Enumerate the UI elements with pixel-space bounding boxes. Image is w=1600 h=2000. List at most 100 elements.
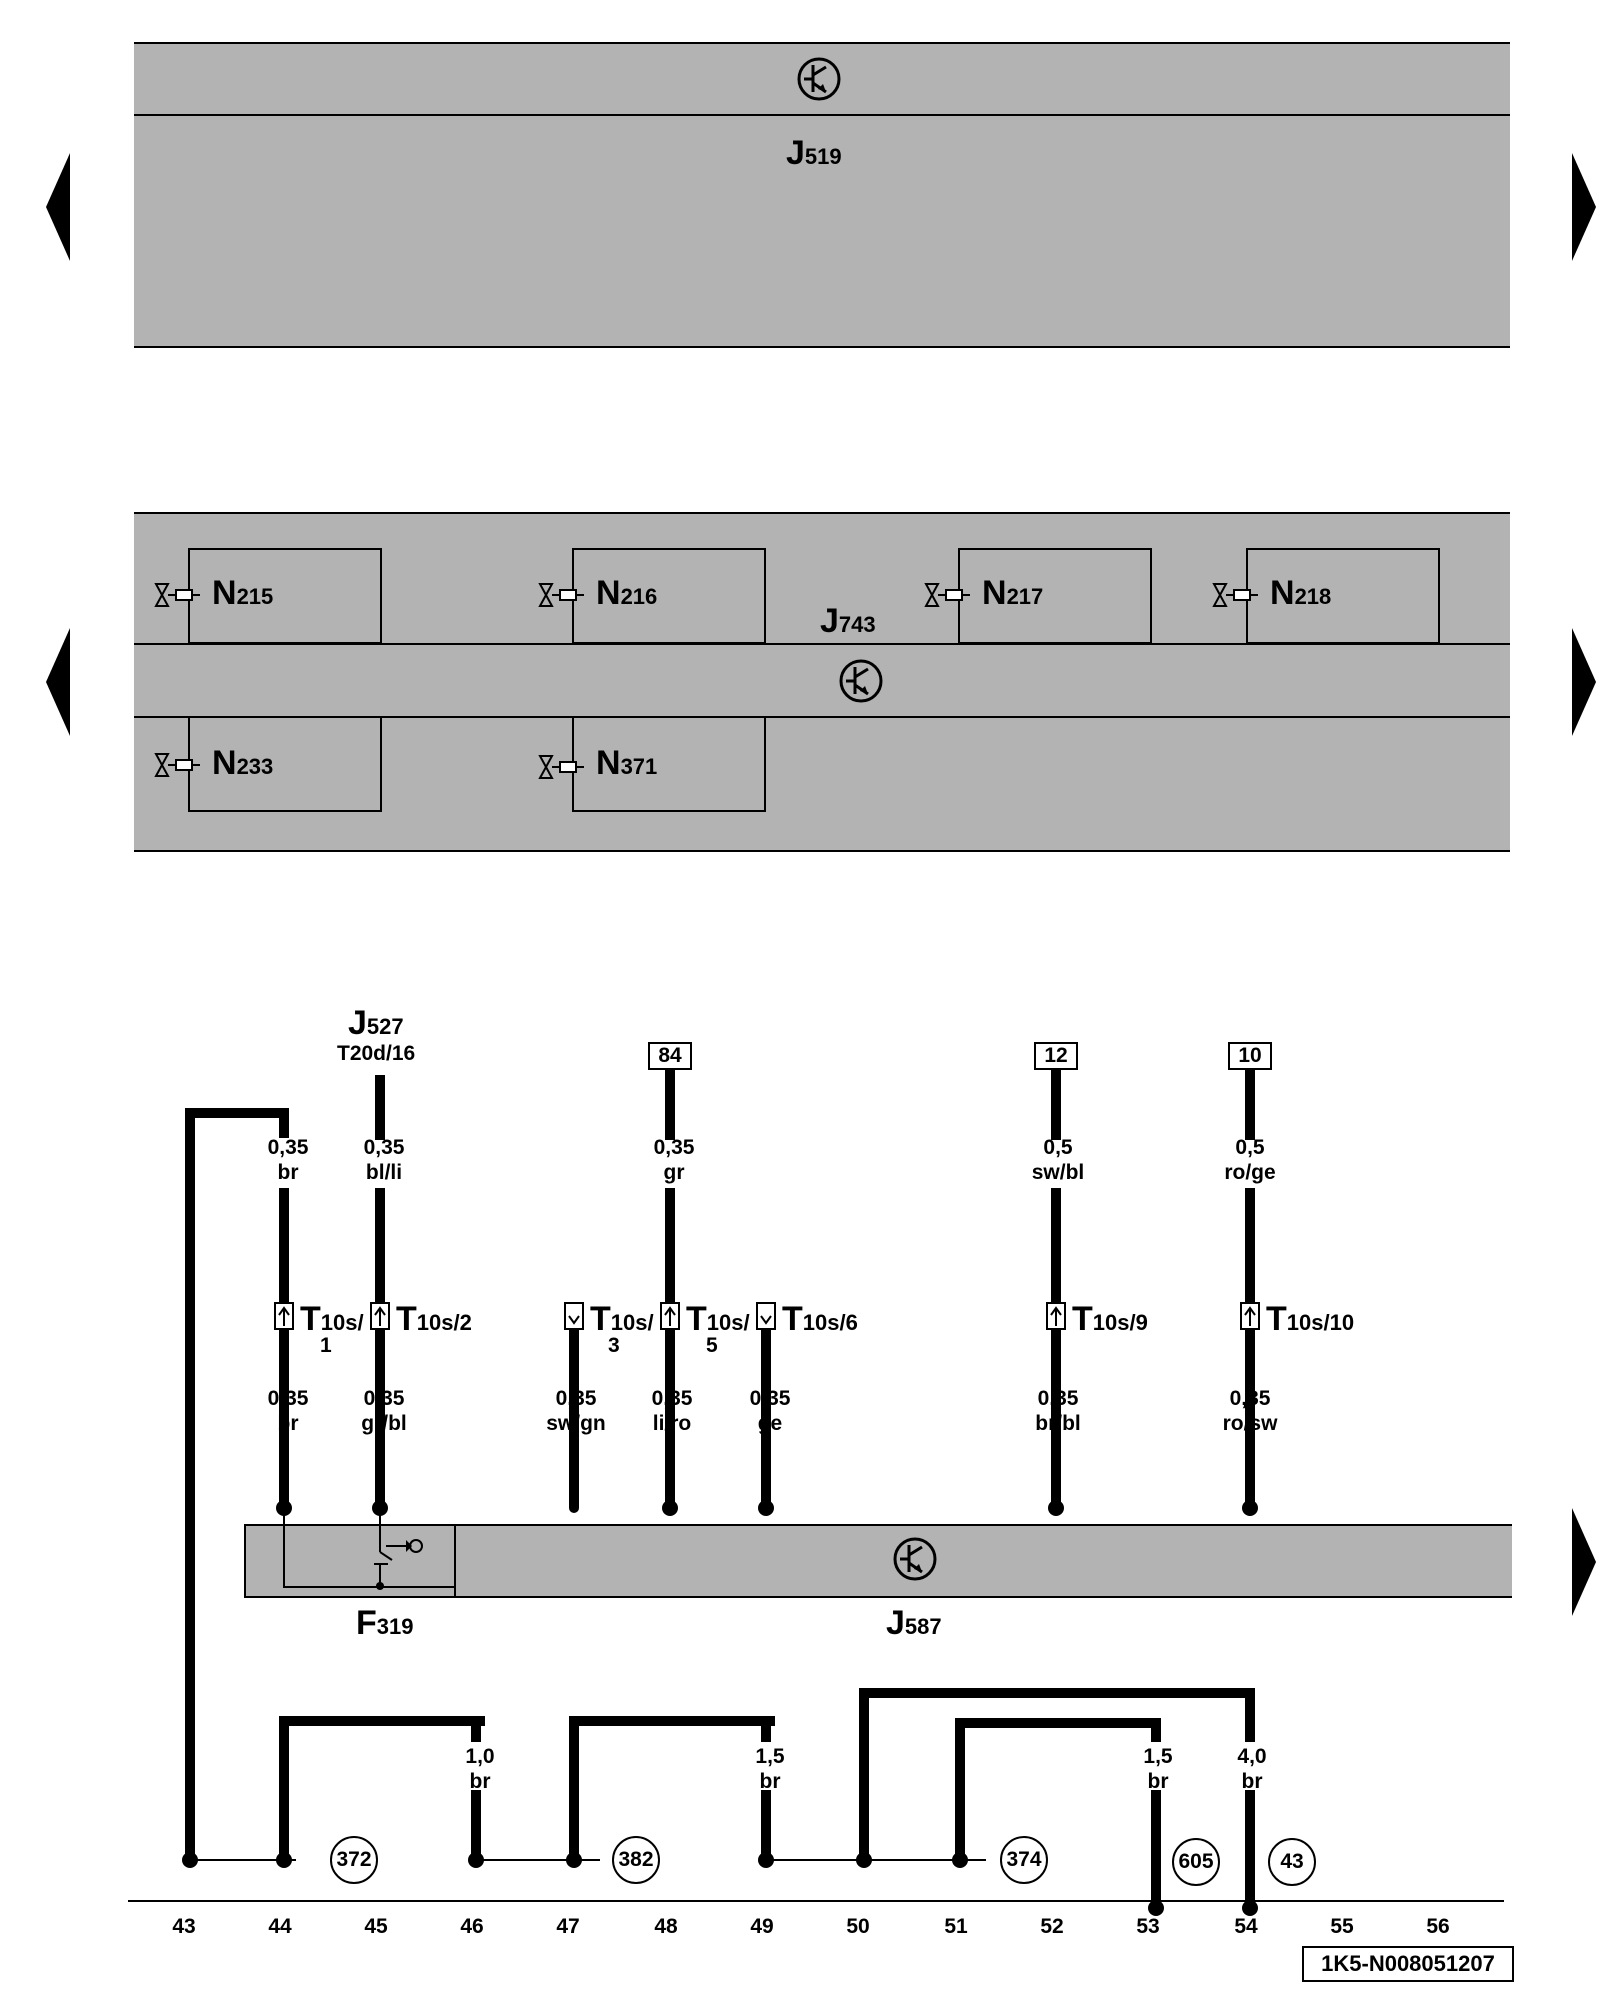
connector-label-t10s-5-extra: 5 <box>706 1334 718 1357</box>
valve-label-n371: N371 <box>596 744 658 782</box>
ground-wire-50-54-top <box>859 1688 1255 1698</box>
wire-col43-top <box>185 1108 288 1118</box>
ground-point-605: 605 <box>1172 1838 1220 1886</box>
wire-47-lower <box>569 1330 579 1508</box>
column-number: 53 <box>1136 1915 1160 1938</box>
j743-divider-bottom <box>134 716 1510 718</box>
j527-label: J527 <box>348 1004 404 1042</box>
connector-pin-icon <box>1046 1302 1066 1330</box>
j743-label: J743 <box>820 602 876 640</box>
solenoid-valve-icon <box>154 753 200 777</box>
ground-wire-51-down <box>955 1718 965 1856</box>
wire-52-mid <box>1051 1188 1061 1318</box>
ground-wire-50-down <box>859 1688 869 1856</box>
wire-45-lower <box>375 1330 385 1508</box>
page-back-arrow-2[interactable] <box>46 628 70 736</box>
j519-module <box>134 42 1510 348</box>
terminal-dot <box>569 1503 579 1513</box>
electronic-control-icon <box>839 659 883 703</box>
ref-box-84: 84 <box>648 1042 692 1070</box>
ground-junction-dot <box>566 1852 582 1868</box>
ground-point-43: 43 <box>1268 1838 1316 1886</box>
valve-label-n217: N217 <box>982 574 1044 612</box>
electronic-control-icon <box>893 1537 937 1581</box>
solenoid-valve-icon <box>924 583 970 607</box>
ground-point-382: 382 <box>612 1836 660 1884</box>
column-number: 48 <box>654 1915 678 1938</box>
page-back-arrow-1[interactable] <box>46 153 70 261</box>
f319-wire-left <box>283 1508 285 1588</box>
valve-label-n215: N215 <box>212 574 274 612</box>
wire-54-lower <box>1245 1330 1255 1508</box>
ground-junction-dot <box>758 1852 774 1868</box>
wire-45-mid <box>375 1188 385 1318</box>
column-number: 56 <box>1426 1915 1450 1938</box>
diagram-code: 1K5-N008051207 <box>1302 1946 1514 1982</box>
column-number: 43 <box>172 1915 196 1938</box>
column-number: 55 <box>1330 1915 1354 1938</box>
connector-label-t10s-10: T10s/10 <box>1266 1300 1355 1338</box>
wire-54-upper <box>1245 1068 1255 1140</box>
connector-label-t10s-5: T10s/ <box>686 1300 750 1338</box>
page-forward-arrow-2[interactable] <box>1572 628 1596 736</box>
ground-point-374: 374 <box>1000 1836 1048 1884</box>
ground-wire-47-down <box>569 1716 579 1856</box>
ground-wire-46-down <box>471 1716 481 1742</box>
wire-48-lower <box>665 1330 675 1508</box>
ground-wire-54-down <box>1245 1688 1255 1742</box>
wire-54-mid <box>1245 1188 1255 1318</box>
ground-junction-dot <box>276 1852 292 1868</box>
wire-52-upper <box>1051 1068 1061 1140</box>
terminal-dot <box>662 1500 678 1516</box>
column-number: 45 <box>364 1915 388 1938</box>
column-number: 47 <box>556 1915 580 1938</box>
ground-wire-53-lower <box>1151 1790 1161 1908</box>
ground-wire-51-53-top <box>955 1718 1161 1728</box>
page-forward-arrow-3[interactable] <box>1572 1508 1596 1616</box>
ground-junction-dot <box>1148 1900 1164 1916</box>
ground-wire-44-46-top <box>279 1716 485 1726</box>
wire-52-lower <box>1051 1330 1061 1508</box>
connector-pin-icon <box>370 1302 390 1330</box>
wire-45-upper <box>375 1075 385 1140</box>
column-number: 46 <box>460 1915 484 1938</box>
ground-point-372: 372 <box>330 1836 378 1884</box>
connector-label-t10s-9: T10s/9 <box>1072 1300 1148 1338</box>
valve-label-n216: N216 <box>596 574 658 612</box>
connector-pin-icon <box>274 1302 294 1330</box>
wire-44-upper <box>279 1108 289 1138</box>
column-number: 54 <box>1234 1915 1258 1938</box>
ref-box-12: 12 <box>1034 1042 1078 1070</box>
f319-divider <box>454 1524 456 1596</box>
j527-pin-label: T20d/16 <box>337 1042 416 1065</box>
ground-wire-46-lower <box>471 1790 481 1856</box>
connector-label-t10s-3: T10s/ <box>590 1300 654 1338</box>
j519-label: J519 <box>786 134 842 172</box>
column-number: 50 <box>846 1915 870 1938</box>
page-forward-arrow-1[interactable] <box>1572 153 1596 261</box>
ground-junction-dot <box>1242 1900 1258 1916</box>
column-number: 44 <box>268 1915 292 1938</box>
j587-label: J587 <box>886 1604 942 1642</box>
ground-junction-dot <box>856 1852 872 1868</box>
electronic-control-icon <box>797 57 841 101</box>
ground-wire-53-down <box>1151 1718 1161 1742</box>
connector-label-t10s-2: T10s/2 <box>396 1300 472 1338</box>
wire-col43-vertical <box>185 1108 195 1860</box>
solenoid-valve-icon <box>538 755 584 779</box>
ref-box-10: 10 <box>1228 1042 1272 1070</box>
ground-link-372 <box>190 1859 296 1861</box>
connector-socket-icon <box>756 1302 776 1330</box>
terminal-dot <box>1048 1500 1064 1516</box>
valve-label-n218: N218 <box>1270 574 1332 612</box>
f319-wire-bottom <box>283 1586 455 1588</box>
